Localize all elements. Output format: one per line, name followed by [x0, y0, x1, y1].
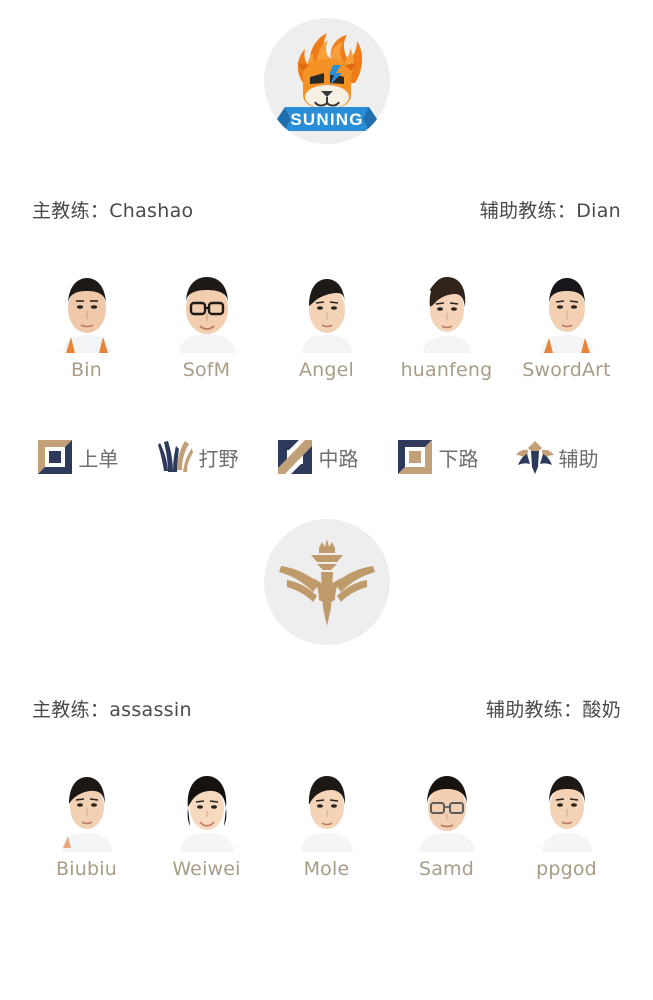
role-label: 上单: [78, 446, 119, 471]
assistant-coach-label: 辅助教练：酸奶: [485, 699, 621, 721]
player-portrait: [394, 760, 499, 856]
player-portrait: [154, 261, 259, 357]
player-card[interactable]: Samd: [394, 760, 499, 880]
player-portrait: [394, 261, 499, 357]
team-block-suning: SUNING 主教练：Chashao 辅助教练：Dian: [0, 0, 653, 477]
player-portrait: [274, 760, 379, 856]
player-name: huanfeng: [400, 359, 493, 381]
player-name: Mole: [303, 858, 350, 880]
roles-row: 上单 打野: [0, 437, 653, 477]
coach-row: 主教练：assassin 辅助教练：酸奶: [0, 695, 653, 722]
team-block-top-esports: 主教练：assassin 辅助教练：酸奶: [0, 519, 653, 902]
top-esports-logo: [263, 519, 390, 645]
role-label: 打野: [198, 446, 239, 471]
player-name: Biubiu: [56, 858, 117, 880]
role-support: 辅助: [515, 437, 619, 477]
players-row-suning: Bin SofM: [0, 261, 653, 381]
player-portrait: [34, 760, 139, 856]
role-label: 中路: [318, 446, 359, 471]
role-jungle: 打野: [155, 437, 259, 477]
head-coach-label: 主教练：assassin: [32, 699, 192, 721]
mid-lane-icon: [275, 437, 315, 477]
player-name: Weiwei: [172, 858, 241, 880]
role-label: 辅助: [558, 446, 599, 471]
assistant-coach-label: 辅助教练：Dian: [479, 200, 621, 222]
player-name: Samd: [418, 858, 475, 880]
suning-logo: SUNING: [263, 18, 390, 144]
player-portrait: [154, 760, 259, 856]
role-mid-lane: 中路: [275, 437, 379, 477]
bot-lane-icon: [395, 437, 435, 477]
player-card[interactable]: ppgod: [514, 760, 619, 880]
player-card[interactable]: Mole: [274, 760, 379, 880]
role-label: 下路: [438, 446, 479, 471]
player-card[interactable]: Weiwei: [154, 760, 259, 880]
coach-row: 主教练：Chashao 辅助教练：Dian: [0, 196, 653, 223]
player-portrait: [514, 760, 619, 856]
player-card[interactable]: Bin: [34, 261, 139, 381]
role-top-lane: 上单: [35, 437, 139, 477]
player-card[interactable]: huanfeng: [394, 261, 499, 381]
player-card[interactable]: SofM: [154, 261, 259, 381]
player-card[interactable]: Biubiu: [34, 760, 139, 880]
top-lane-icon: [35, 437, 75, 477]
svg-text:SUNING: SUNING: [290, 110, 363, 129]
player-portrait: [514, 261, 619, 357]
player-name: ppgod: [536, 858, 597, 880]
player-portrait: [274, 261, 379, 357]
player-name: SwordArt: [522, 359, 611, 381]
players-row-top-esports: Biubiu: [0, 760, 653, 880]
player-name: Bin: [71, 359, 102, 381]
team-logo-row: SUNING: [0, 18, 653, 144]
jungle-icon: [155, 437, 195, 477]
player-name: SofM: [182, 359, 231, 381]
team-logo-row: [0, 519, 653, 645]
player-name: Angel: [298, 359, 355, 381]
support-icon: [515, 437, 555, 477]
player-portrait: [34, 261, 139, 357]
role-bot-lane: 下路: [395, 437, 499, 477]
player-card[interactable]: Angel: [274, 261, 379, 381]
player-card[interactable]: SwordArt: [514, 261, 619, 381]
head-coach-label: 主教练：Chashao: [32, 200, 194, 222]
